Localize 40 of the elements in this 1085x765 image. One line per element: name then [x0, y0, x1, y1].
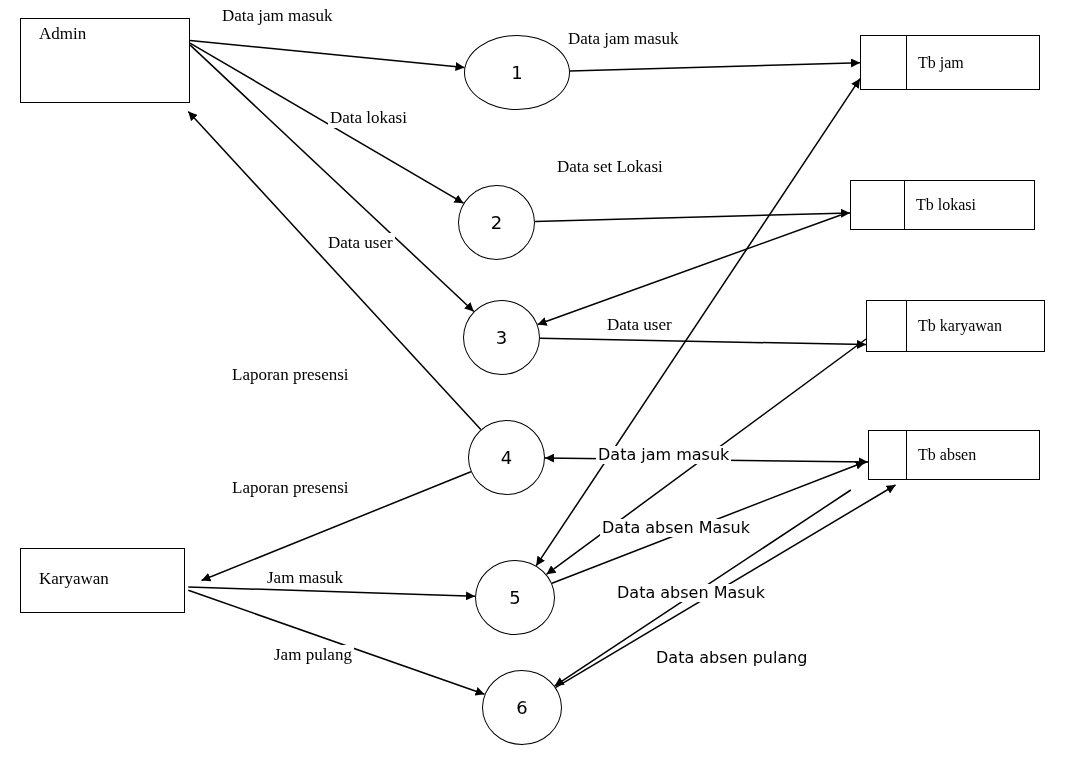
store-name: Tb karyawan — [918, 317, 1002, 335]
arrow — [553, 489, 852, 687]
entity-box — [20, 18, 190, 103]
arrow — [569, 58, 861, 72]
data-store — [868, 430, 1040, 480]
edge-label: Data absen Masuk — [615, 584, 767, 603]
arrow — [200, 471, 472, 582]
store-name: Tb absen — [918, 446, 977, 464]
edge-label: Data jam masuk — [566, 29, 681, 49]
data-store — [850, 180, 1035, 230]
entity-name: Karyawan — [39, 569, 109, 589]
process-number: 1 — [511, 62, 523, 83]
entity-name: Admin — [39, 24, 87, 44]
arrow — [545, 338, 867, 576]
arrow — [187, 586, 476, 601]
entity-box — [20, 548, 185, 613]
process-number: 4 — [500, 447, 513, 468]
store-name: Tb jam — [918, 53, 964, 72]
process-number: 6 — [516, 697, 528, 718]
process-number: 5 — [509, 587, 521, 608]
arrow — [189, 39, 466, 71]
arrow — [187, 110, 482, 431]
arrow — [539, 337, 867, 349]
arrow — [189, 44, 475, 313]
arrow — [536, 214, 842, 326]
arrow — [534, 208, 851, 223]
data-store — [860, 35, 1040, 90]
edge-label: Data lokasi — [328, 108, 409, 128]
arrow — [187, 589, 486, 696]
data-store — [866, 300, 1045, 352]
edge-label: Jam pulang — [272, 645, 354, 665]
edge-label: Data jam masuk — [220, 6, 335, 26]
process-number: 2 — [490, 212, 503, 233]
arrow — [189, 42, 465, 204]
arrow — [535, 77, 861, 567]
arrow — [555, 484, 897, 689]
process-number: 3 — [495, 327, 508, 348]
edge-label: Data absen Masuk — [600, 519, 752, 538]
store-name: Tb lokasi — [916, 196, 976, 214]
edge-label: Data jam masuk — [596, 446, 732, 465]
